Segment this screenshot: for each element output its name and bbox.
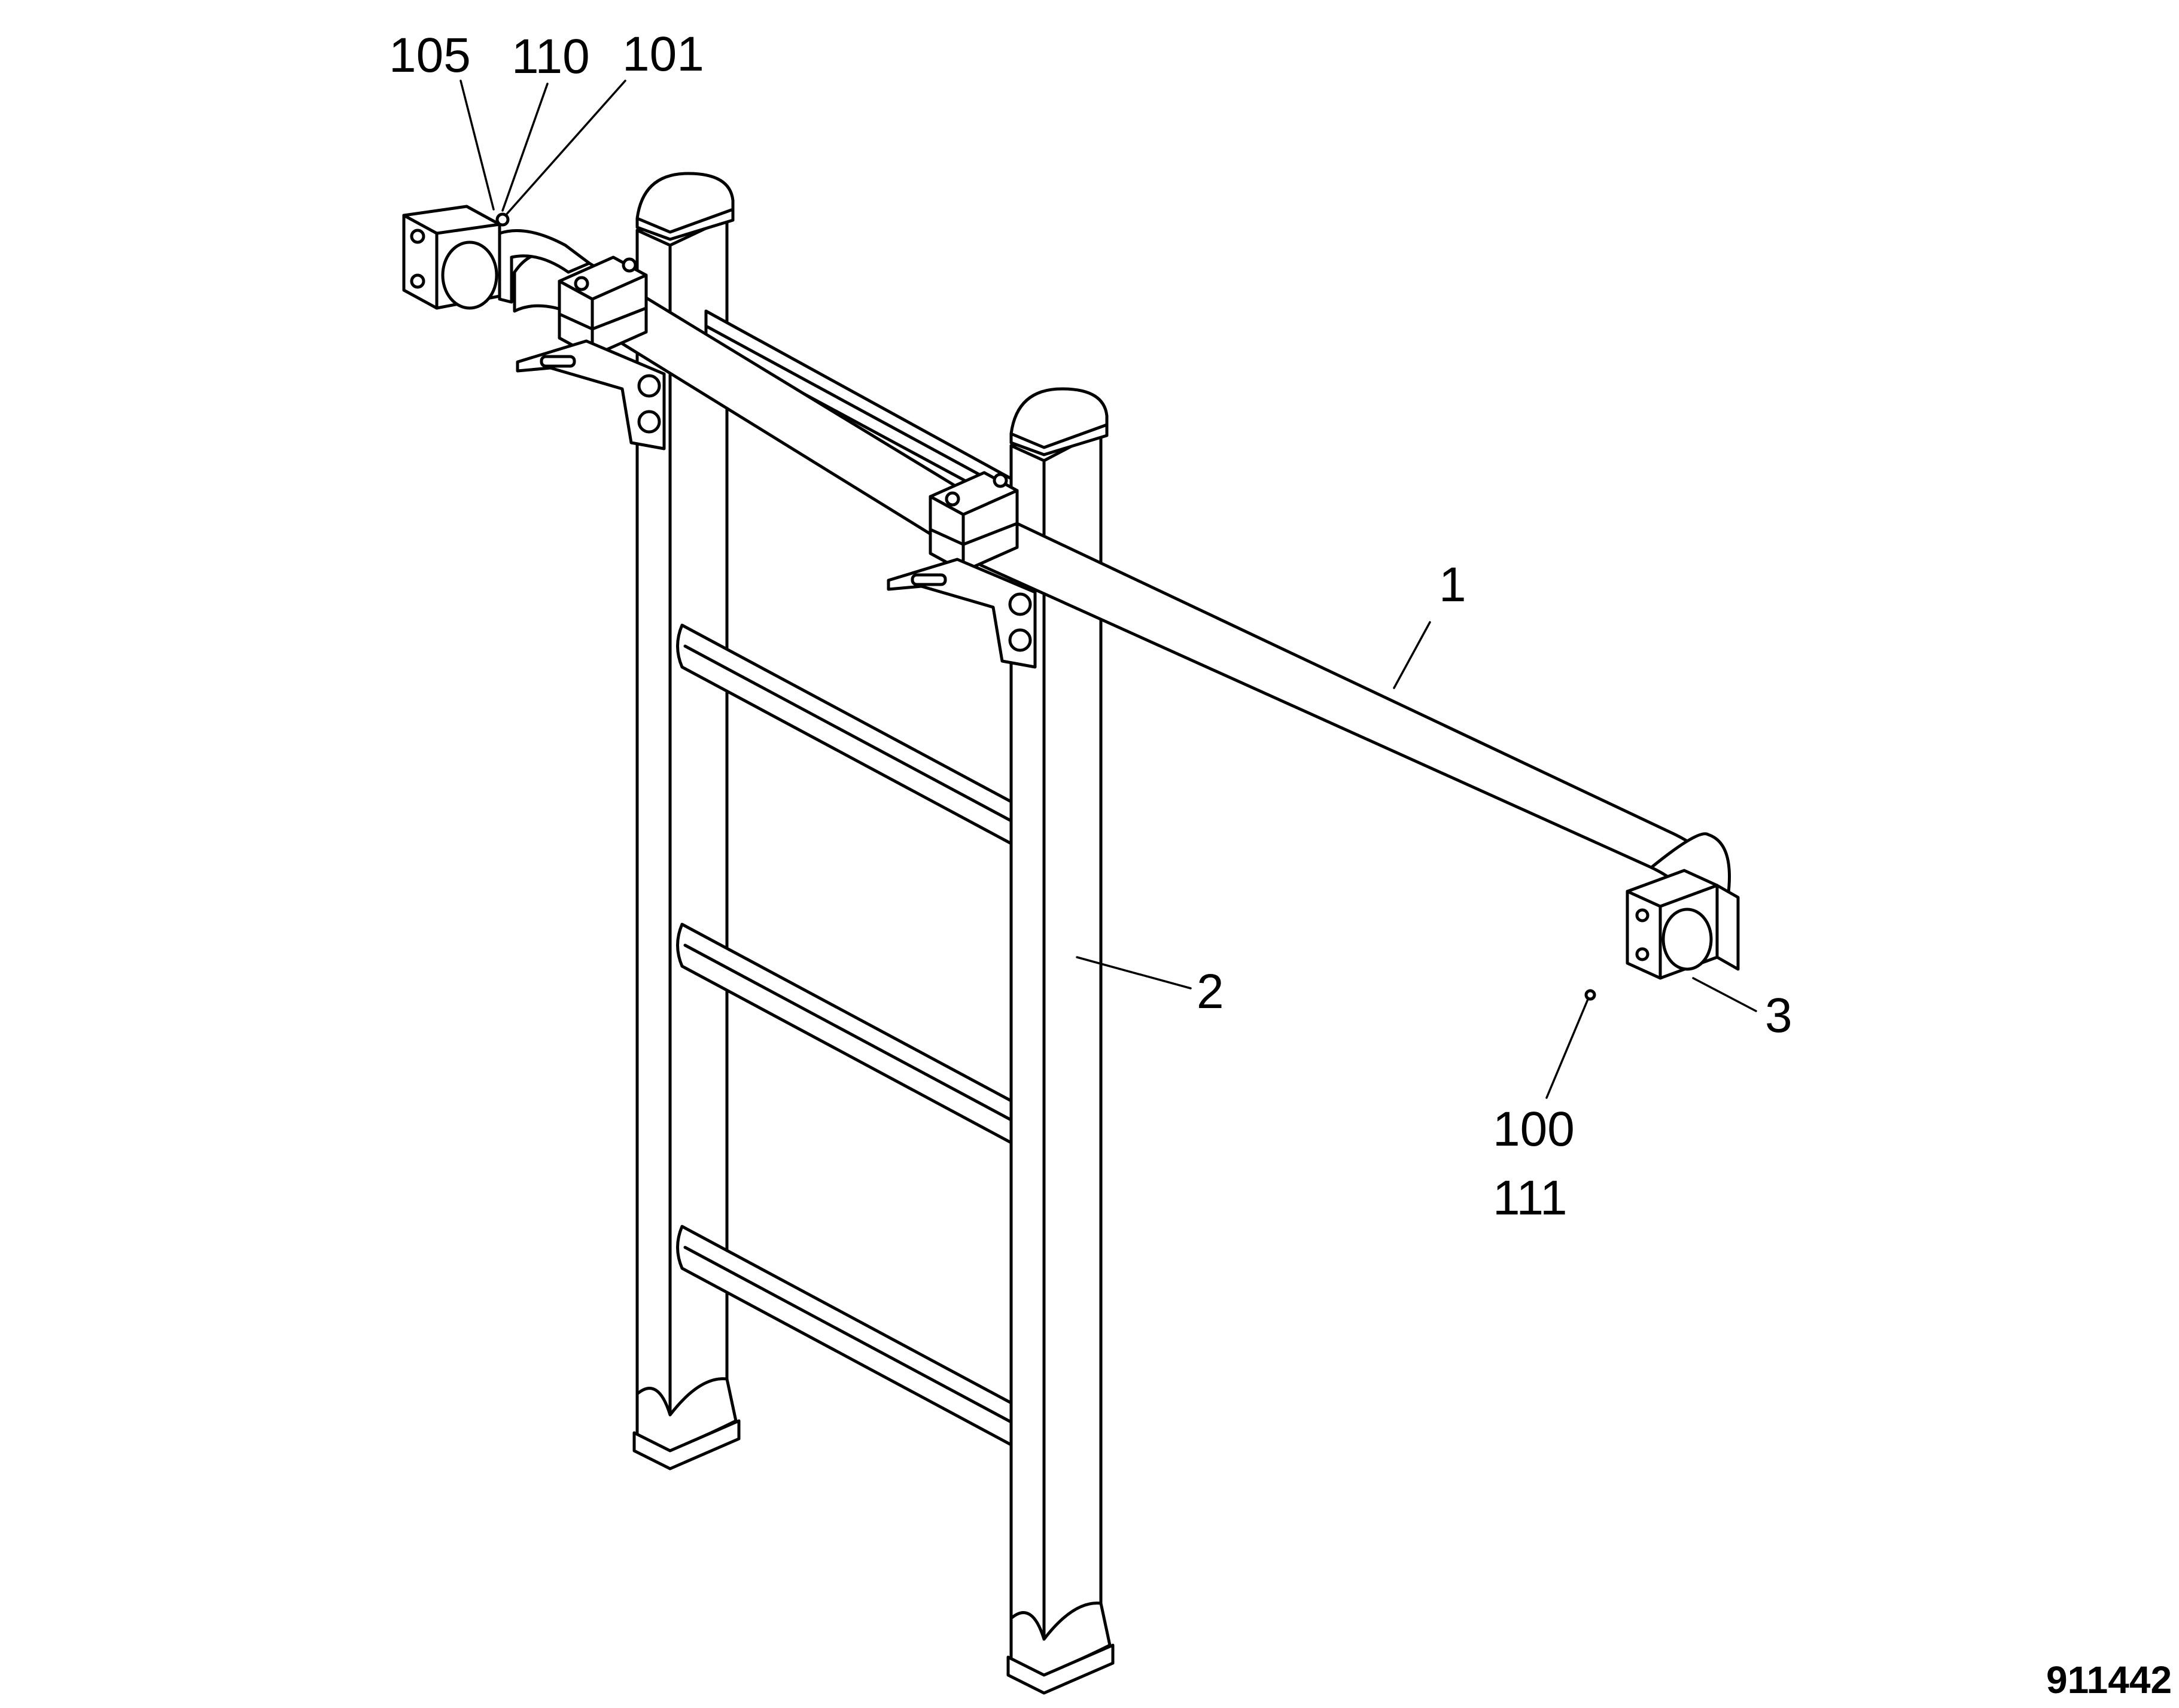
leader-2 <box>1076 956 1192 990</box>
leader-100-target <box>1584 989 1596 1001</box>
callout-2: 2 <box>1197 964 1224 1019</box>
left-stile-clamp <box>516 255 666 450</box>
leader-lines <box>459 80 1757 1099</box>
ladder-right-foot <box>1006 1602 1115 1695</box>
leader-100 <box>1545 997 1590 1099</box>
ladder-left-foot <box>632 1377 741 1470</box>
right-stile-clamp <box>887 471 1037 669</box>
callout-101: 101 <box>622 27 704 81</box>
front-clamp-block <box>1626 869 1740 980</box>
leader-1 <box>1393 621 1431 689</box>
leader-110 <box>501 83 549 212</box>
callout-1: 1 <box>1439 558 1466 612</box>
callout-3: 3 <box>1765 988 1792 1043</box>
leader-3 <box>1692 977 1757 1012</box>
callout-110: 110 <box>512 29 590 84</box>
ladder-rung-2 <box>676 922 1013 1144</box>
figure-id: 911442 <box>2046 1658 2172 1701</box>
ladder-rung-1 <box>676 623 1013 845</box>
callout-105: 105 <box>389 28 471 83</box>
rear-clamp-block <box>402 205 591 310</box>
leader-105 <box>459 80 495 211</box>
leader-101 <box>504 80 626 217</box>
callout-111: 111 <box>1493 1171 1568 1225</box>
ladder-rung-3 <box>676 1225 1013 1447</box>
callout-100: 100 <box>1493 1102 1575 1156</box>
